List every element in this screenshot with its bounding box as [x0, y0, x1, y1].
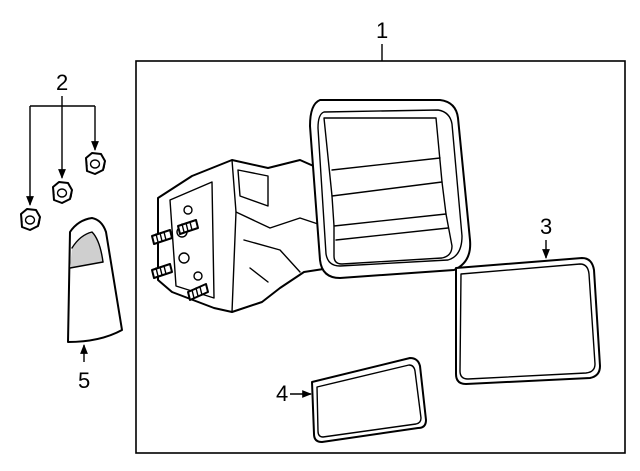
stud-2 — [177, 219, 199, 235]
mirror-glass-part — [455, 257, 601, 385]
callout-4-group: 4 — [276, 381, 312, 406]
callout-2-group: 2 — [26, 70, 99, 206]
assembly-frame — [135, 60, 626, 454]
nut-part-3 — [85, 152, 106, 175]
callout-1-label: 1 — [376, 18, 388, 43]
stud-3 — [151, 263, 173, 279]
nut-part-2 — [52, 181, 73, 204]
callout-4-label: 4 — [276, 381, 288, 406]
spotter-glass-part — [311, 357, 427, 443]
stud-4 — [187, 283, 209, 301]
callout-3-label: 3 — [540, 214, 552, 239]
callout-5-label: 5 — [78, 368, 90, 393]
mirror-housing-part — [151, 99, 472, 313]
callout-3-group: 3 — [540, 214, 552, 259]
nut-part-1 — [20, 208, 41, 231]
callout-2-label: 2 — [56, 70, 68, 95]
stud-1 — [151, 229, 173, 245]
cover-cap-part — [67, 217, 123, 343]
callout-1-group: 1 — [376, 18, 388, 61]
callout-5-group: 5 — [78, 344, 90, 393]
